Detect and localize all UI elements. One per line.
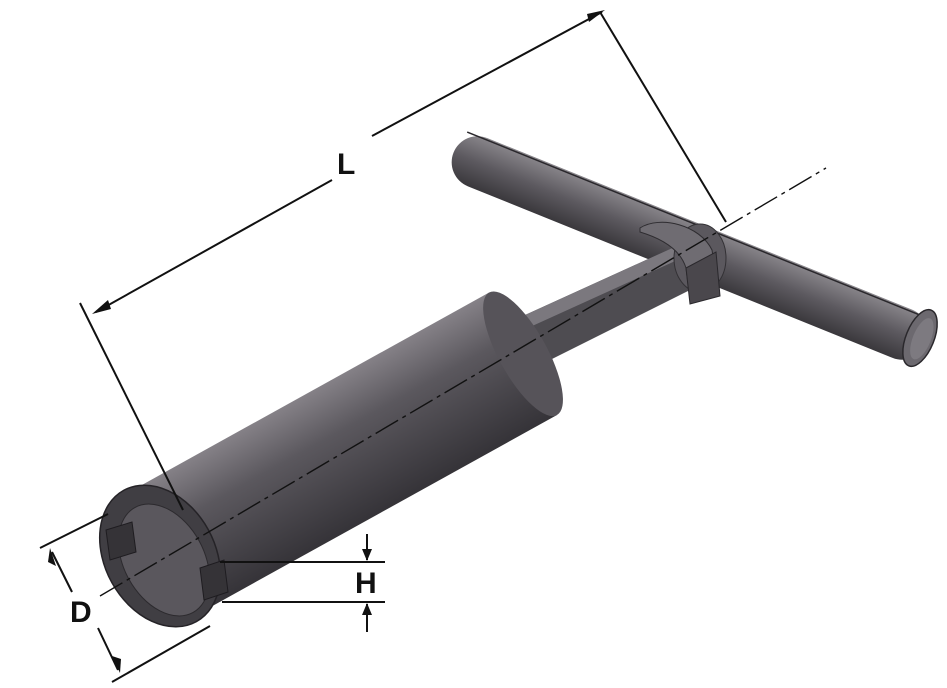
diameter-dimension: D <box>39 513 211 683</box>
diameter-dimension-line-upper <box>51 551 73 593</box>
length-dimension: L <box>79 10 727 511</box>
height-arrow-bottom <box>362 603 372 615</box>
diameter-label: D <box>70 596 92 629</box>
length-extension-line-left <box>79 302 184 511</box>
diameter-arrow-bottom <box>112 656 121 673</box>
axis-center-line <box>99 167 827 597</box>
length-dimension-line-left <box>95 179 333 313</box>
length-arrow-left <box>92 300 111 314</box>
diameter-arrow-top <box>48 548 56 566</box>
length-arrow-right <box>587 10 605 22</box>
junction-collar <box>685 251 721 305</box>
socket-lug-upper <box>105 521 137 561</box>
height-label: H <box>355 567 377 600</box>
height-arrow-top <box>362 549 372 561</box>
length-label: L <box>337 148 355 181</box>
length-extension-line-right <box>599 11 727 223</box>
crossbar-end-cap <box>902 308 938 368</box>
diameter-extension-line-top <box>39 513 109 549</box>
socket-opening <box>98 484 229 628</box>
height-dimension: H <box>220 534 385 632</box>
socket-lug-lower <box>199 559 229 601</box>
diameter-extension-line-bottom <box>111 625 211 683</box>
length-dimension-line-right <box>371 11 603 137</box>
diameter-dimension-line-lower <box>97 627 119 671</box>
